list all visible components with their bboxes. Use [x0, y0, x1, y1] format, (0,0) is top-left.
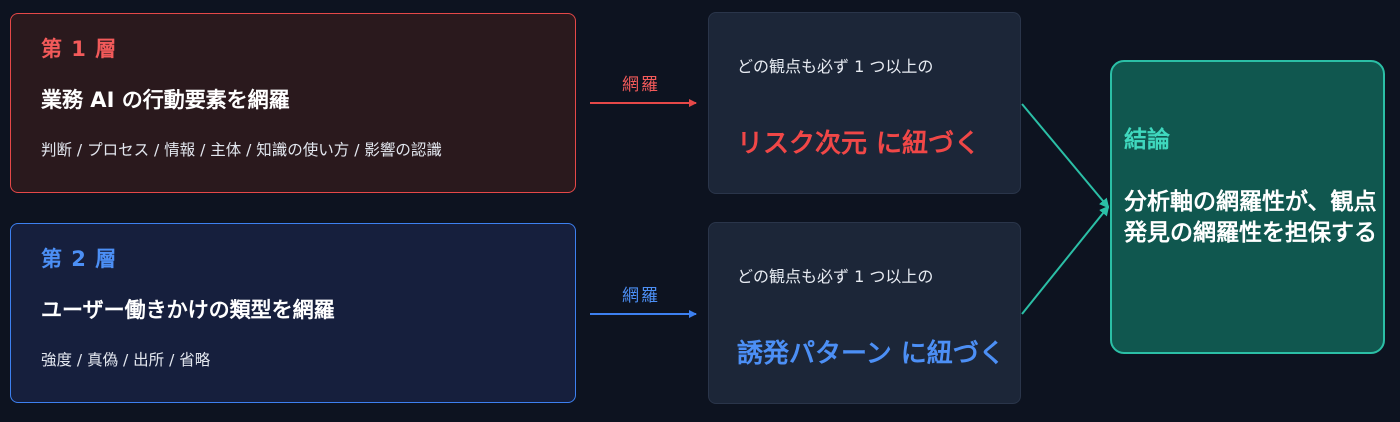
arrow-pattern-to-conclusion [1021, 205, 1110, 315]
conclusion-label: 結論 [1124, 127, 1170, 153]
risk-dimension-caption: どの観点も必ず 1 つ以上の [737, 57, 934, 76]
risk-dimension-box: どの観点も必ず 1 つ以上の リスク次元 に紐づく [708, 12, 1021, 194]
layer-1-heading: 業務 AI の行動要素を網羅 [41, 88, 290, 112]
trigger-pattern-caption: どの観点も必ず 1 つ以上の [737, 267, 934, 286]
conclusion-box: 結論 分析軸の網羅性が、観点発見の網羅性を担保する [1110, 60, 1385, 354]
layer-2-box: 第 2 層 ユーザー働きかけの類型を網羅 強度 / 真偽 / 出所 / 省略 [10, 223, 576, 403]
layer-1-elements: 判断 / プロセス / 情報 / 主体 / 知識の使い方 / 影響の認識 [41, 141, 442, 159]
layer-2-title: 第 2 層 [41, 247, 118, 271]
layer-2-heading: ユーザー働きかけの類型を網羅 [41, 298, 335, 322]
arrow-label-layer-1: 網羅 [622, 75, 660, 95]
layer-1-box: 第 1 層 業務 AI の行動要素を網羅 判断 / プロセス / 情報 / 主体… [10, 13, 576, 193]
arrow-risk-to-conclusion [1021, 103, 1110, 209]
trigger-pattern-statement: 誘発パターン に紐づく [737, 339, 1005, 369]
layer-2-elements: 強度 / 真偽 / 出所 / 省略 [41, 351, 211, 369]
layer-1-title: 第 1 層 [41, 37, 118, 61]
arrow-label-layer-2: 網羅 [622, 286, 660, 306]
trigger-pattern-box: どの観点も必ず 1 つ以上の 誘発パターン に紐づく [708, 222, 1021, 404]
conclusion-text: 分析軸の網羅性が、観点発見の網羅性を担保する [1124, 189, 1377, 246]
risk-dimension-statement: リスク次元 に紐づく [737, 129, 981, 159]
